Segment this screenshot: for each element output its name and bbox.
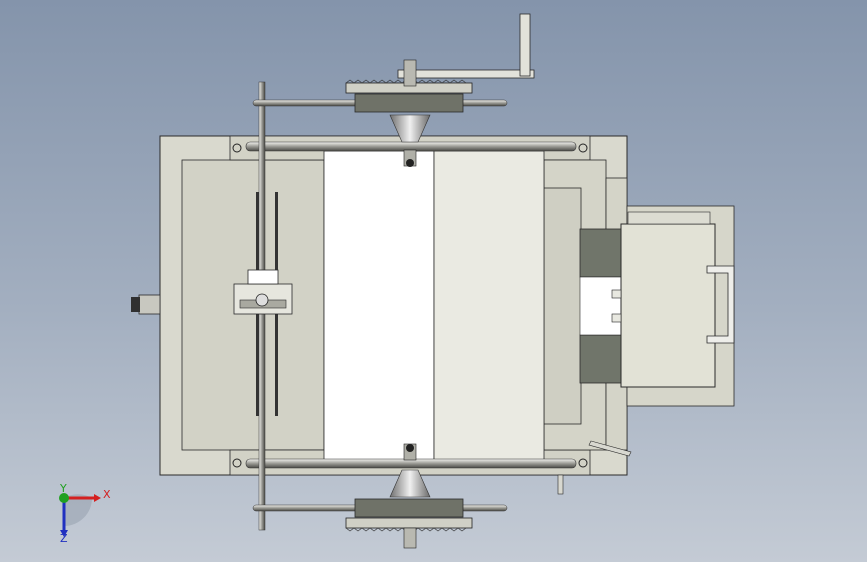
left-knob [131, 294, 161, 315]
z-arrow-head [60, 530, 68, 537]
bottom-gear-train [252, 443, 508, 549]
triad-quadrant [64, 494, 92, 526]
material-sheet [323, 150, 545, 461]
right-housing [543, 159, 735, 451]
x-axis-label: X [103, 488, 111, 501]
x-arrow-head [94, 494, 101, 502]
y-axis-label: Y [59, 482, 67, 495]
y-axis-dot [59, 493, 69, 503]
guide-rods [245, 141, 577, 469]
bottom-lever [557, 440, 632, 495]
top-gear-train [252, 13, 535, 167]
left-shaft-assembly [233, 81, 293, 531]
z-axis-label: Z [60, 532, 68, 545]
